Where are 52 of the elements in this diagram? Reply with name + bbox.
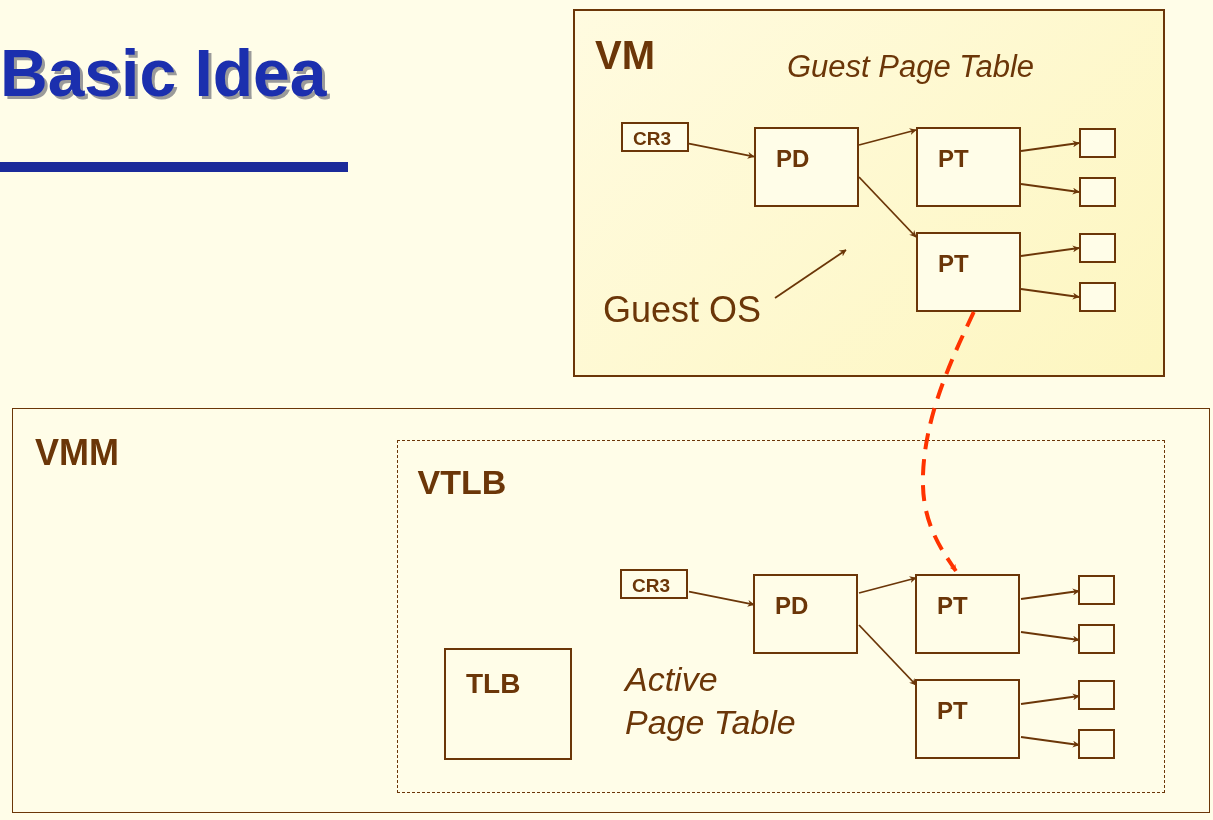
node-label: PT bbox=[937, 594, 968, 618]
node-label: VM bbox=[595, 35, 655, 75]
annotation-text: Guest OS bbox=[603, 292, 762, 328]
leader-arrow bbox=[774, 249, 847, 299]
box-shape bbox=[1078, 680, 1115, 710]
box-shape bbox=[1078, 624, 1115, 654]
arrow bbox=[1020, 183, 1080, 195]
arrow bbox=[858, 176, 917, 238]
tlb-box bbox=[444, 648, 572, 760]
arrow bbox=[1020, 588, 1080, 600]
box-shape bbox=[1079, 128, 1116, 158]
arrow bbox=[858, 128, 917, 146]
arrow bbox=[920, 311, 976, 573]
arrow bbox=[858, 576, 917, 594]
arrow bbox=[1020, 245, 1080, 257]
box-shape bbox=[1079, 233, 1116, 263]
box-shape bbox=[1078, 729, 1115, 759]
node-label: VMM bbox=[35, 435, 119, 471]
node-label: CR3 bbox=[632, 576, 670, 595]
dashed-region bbox=[396, 439, 1165, 793]
node-label: VTLB bbox=[417, 464, 507, 499]
box-shape bbox=[1079, 177, 1116, 207]
node-label: PT bbox=[938, 252, 969, 276]
table-box bbox=[754, 127, 859, 207]
node-label: PT bbox=[938, 147, 969, 171]
arrow bbox=[1020, 736, 1080, 748]
arrow bbox=[688, 590, 755, 607]
node-label: PT bbox=[937, 699, 968, 723]
arrow bbox=[688, 142, 755, 159]
annotation-text: Active Page Table bbox=[625, 659, 797, 743]
table-box bbox=[915, 679, 1020, 759]
table-box bbox=[916, 232, 1021, 312]
arrow bbox=[1020, 140, 1080, 152]
node-label: CR3 bbox=[633, 129, 671, 148]
table-box bbox=[915, 574, 1020, 654]
register-box bbox=[621, 122, 689, 152]
box-shape bbox=[1078, 575, 1115, 605]
node-label: TLB bbox=[466, 670, 521, 698]
vmm-panel bbox=[12, 408, 1210, 813]
node-label: PD bbox=[775, 594, 809, 618]
title: Basic Idea bbox=[0, 40, 327, 106]
arrow bbox=[1020, 631, 1080, 643]
heading: Guest Page Table bbox=[787, 51, 1035, 82]
vm-panel bbox=[573, 9, 1165, 377]
arrow bbox=[1020, 693, 1080, 705]
arrow bbox=[858, 624, 917, 686]
box-shape bbox=[1079, 282, 1116, 312]
node-label: PD bbox=[776, 147, 810, 171]
register-box bbox=[620, 569, 688, 599]
table-box bbox=[916, 127, 1021, 207]
arrow bbox=[1020, 288, 1080, 300]
table-box bbox=[753, 574, 858, 654]
